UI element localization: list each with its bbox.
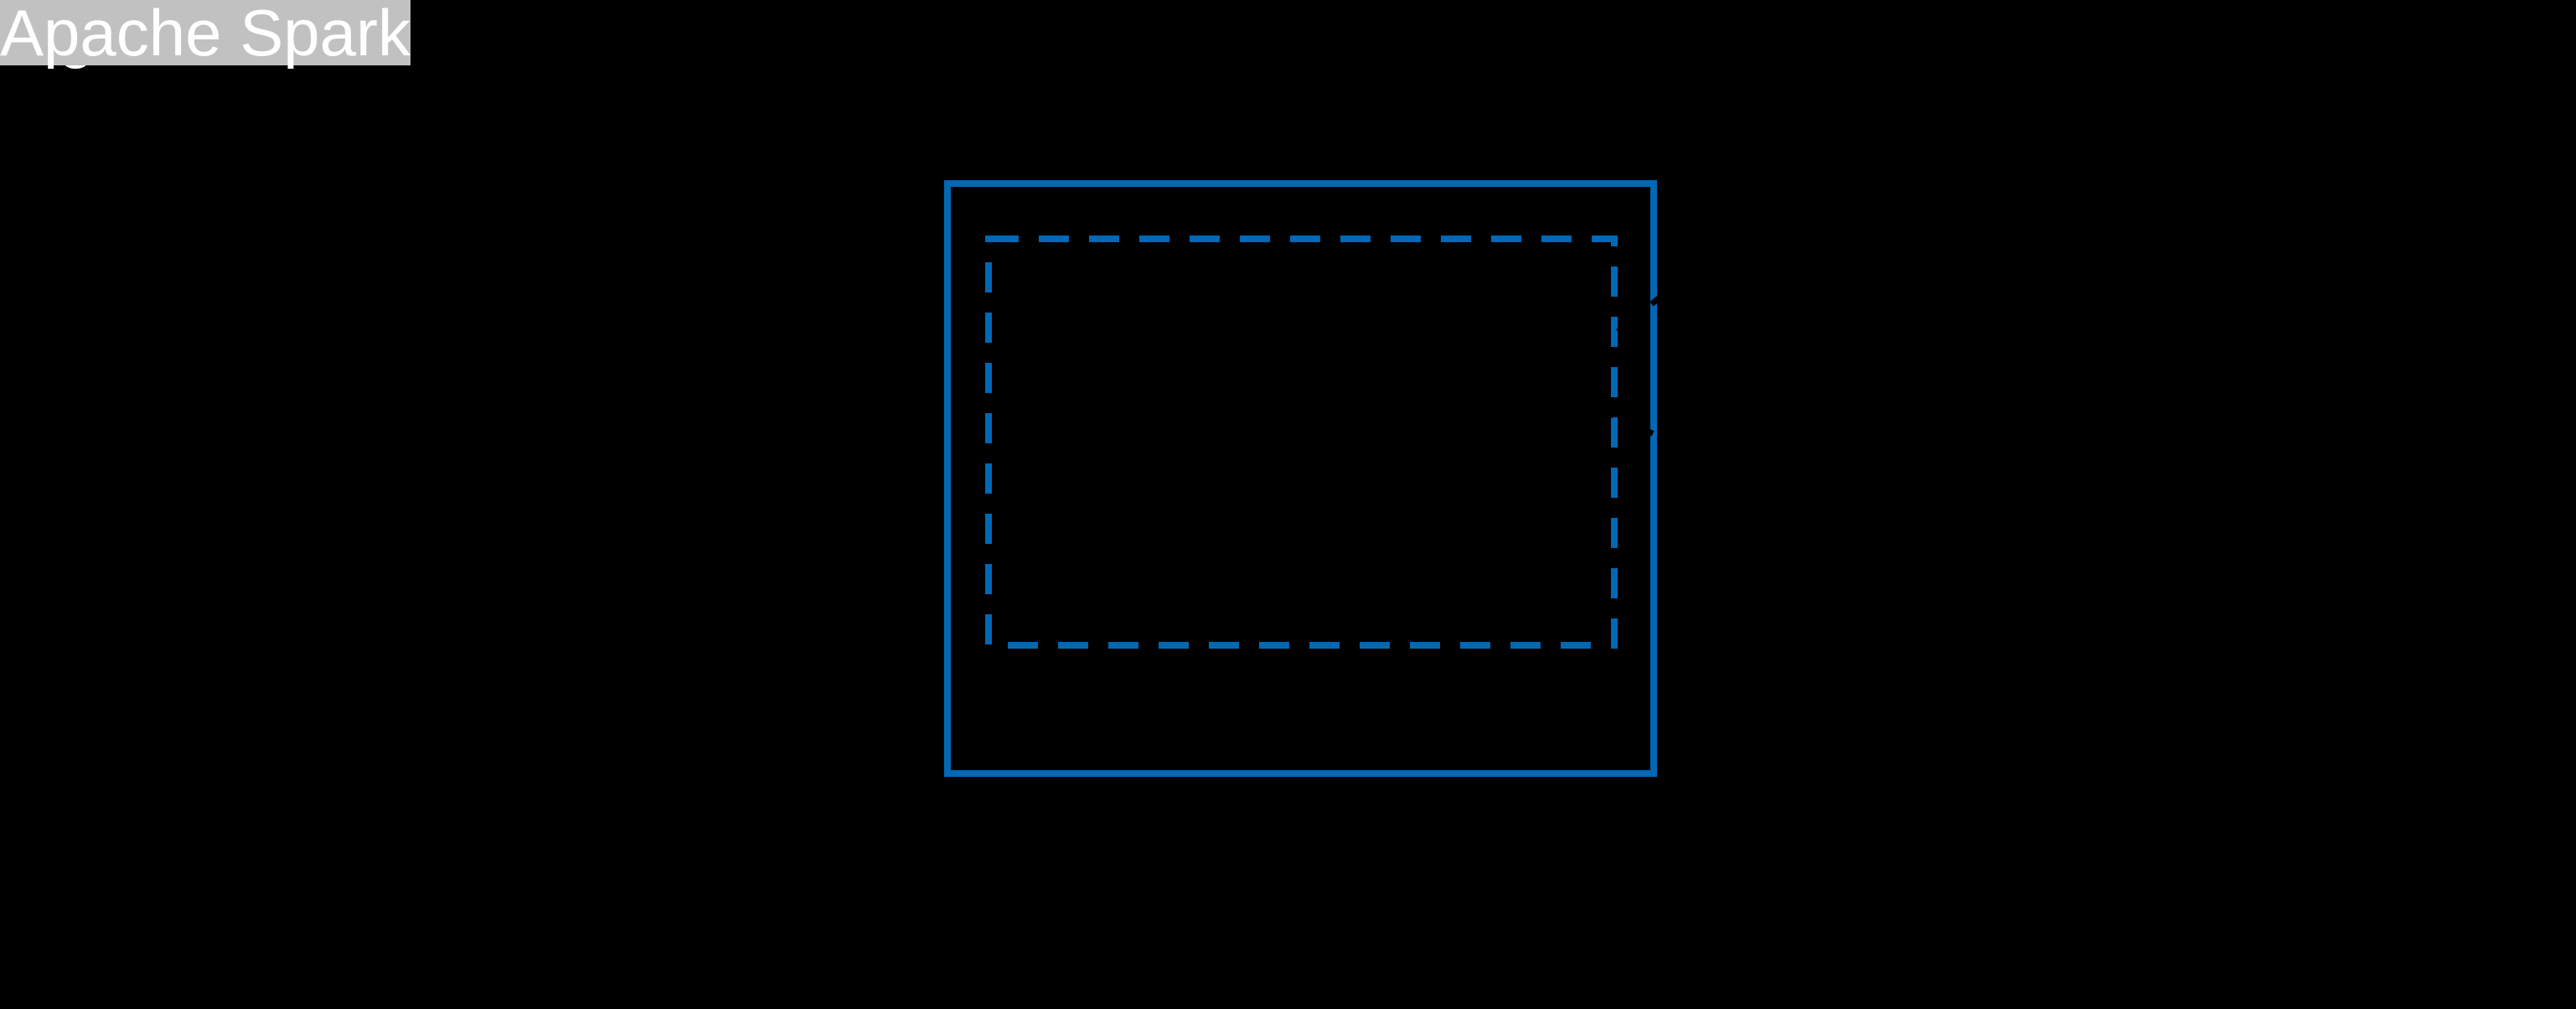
connector-line-stack-bottom bbox=[1549, 384, 2016, 602]
apache-spark-label: Apache Spark bbox=[0, 0, 410, 70]
stack-apache-spark-box: Apache Spark bbox=[0, 0, 410, 65]
connector-line-stack-top bbox=[1548, 3, 2017, 390]
enclave-outer-box bbox=[944, 180, 1657, 777]
connector-dot-app bbox=[1543, 380, 1558, 395]
connector-dot-sgx-label bbox=[514, 507, 529, 522]
enclave-dashed-boundary bbox=[985, 235, 1618, 649]
